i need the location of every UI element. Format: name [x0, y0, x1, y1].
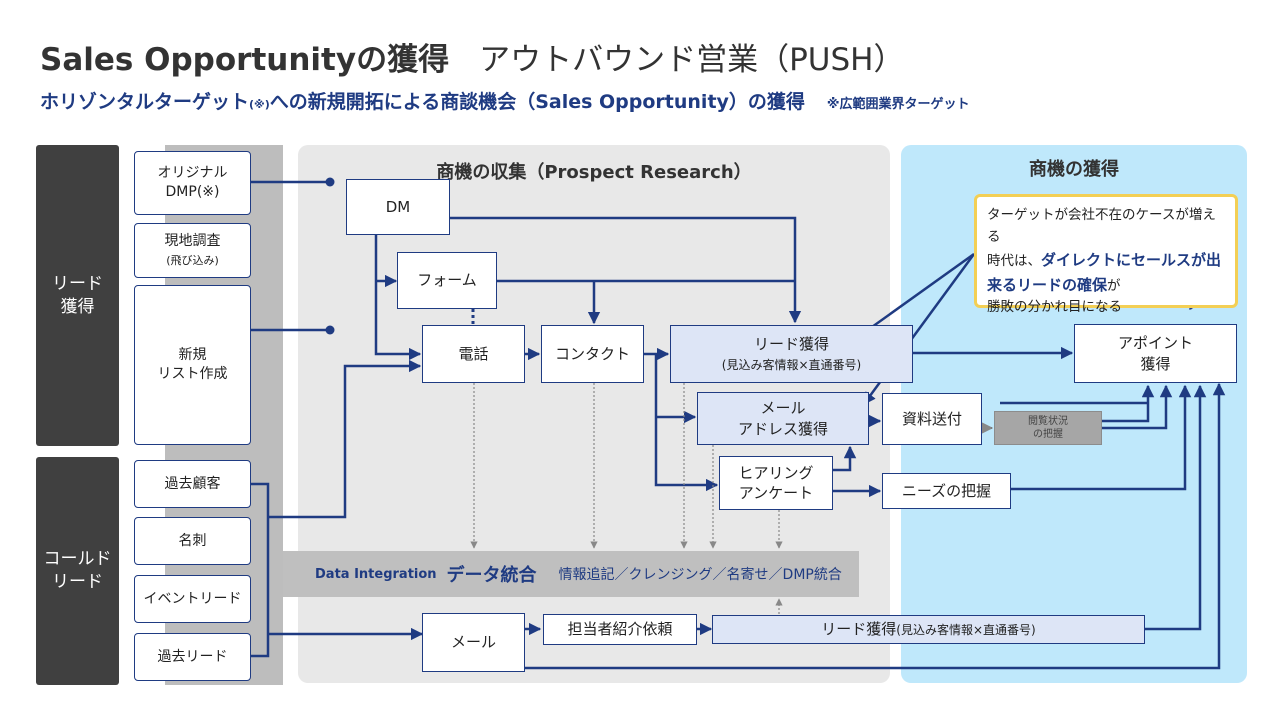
node-phone: 電話 [422, 325, 525, 383]
node-hearing-survey: ヒアリング アンケート [719, 456, 833, 510]
node-contact: コンタクト [541, 325, 644, 383]
acquisition-panel-title: 商機の獲得 [1029, 159, 1119, 180]
subtitle-mark: (※) [249, 98, 270, 111]
title-sub: アウトバウンド営業（PUSH） [479, 42, 905, 78]
integration-label-ja: データ統合 [446, 565, 537, 586]
source-field-survey-label: 現地調査 [164, 232, 221, 249]
integration-label-en: Data Integration [315, 566, 437, 582]
node-dm: DM [346, 179, 450, 235]
page-subtitle: ホリゾンタルターゲット(※)への新規開拓による商談機会（Sales Opport… [40, 87, 970, 114]
source-past-leads: 過去リード [134, 633, 251, 681]
page-title: Sales Opportunityの獲得アウトバウンド営業（PUSH） [40, 34, 904, 79]
node-lead-acquisition-2-sub: (見込み客情報×直通番号) [896, 623, 1036, 638]
subtitle-pre: ホリゾンタルターゲット [40, 91, 250, 113]
callout-line1: ターゲットが会社不在のケースが増える [987, 207, 1216, 245]
source-new-list: 新規 リスト作成 [134, 285, 251, 445]
callout-line2-pre: 時代は、 [987, 253, 1041, 270]
subtitle-note: ※広範囲業界ターゲット [826, 97, 970, 112]
node-mail-address: メール アドレス獲得 [697, 392, 869, 445]
callout-line3-bold: 来るリードの確保 [987, 275, 1108, 294]
side-label-cold: コールド リード [36, 457, 119, 685]
node-lead-acquisition-2-label: リード獲得 [821, 620, 897, 639]
callout-line4: 勝敗の分かれ目になる [987, 299, 1122, 316]
source-business-cards: 名刺 [134, 517, 251, 565]
source-field-survey-sub: (飛び込み) [166, 253, 219, 267]
callout-line2-bold: ダイレクトにセールスが出 [1041, 251, 1222, 270]
integration-detail: 情報追記／クレンジング／名寄せ／DMP統合 [558, 567, 842, 583]
node-lead-acquisition-2: リード獲得(見込み客情報×直通番号) [712, 615, 1145, 644]
subtitle-post: への新規開拓による商談機会（Sales Opportunity）の獲得 [269, 91, 805, 113]
source-field-survey: 現地調査 (飛び込み) [134, 223, 251, 278]
node-mail: メール [422, 613, 525, 672]
node-form: フォーム [397, 252, 497, 309]
node-referral-request: 担当者紹介依頼 [543, 614, 697, 645]
source-original-dmp-line2: DMP(※) [165, 184, 220, 200]
node-lead-acquisition-label: リード獲得 [753, 334, 829, 353]
side-label-lead: リード 獲得 [36, 145, 119, 446]
source-original-dmp: オリジナル DMP(※) [134, 151, 251, 215]
node-needs: ニーズの把握 [882, 473, 1011, 509]
node-lead-acquisition: リード獲得 (見込み客情報×直通番号) [670, 325, 913, 383]
source-past-customers: 過去顧客 [134, 460, 251, 508]
title-main: Sales Opportunityの獲得 [40, 42, 450, 78]
source-event-leads: イベントリード [134, 575, 251, 623]
node-lead-acquisition-sub: (見込み客情報×直通番号) [721, 358, 862, 372]
node-appointment: アポイント 獲得 [1074, 324, 1237, 383]
node-viewing-status: 閲覧状況 の把握 [994, 411, 1102, 445]
collection-panel-title: 商機の収集（Prospect Research） [436, 162, 752, 183]
data-integration-bar: Data Integration データ統合 情報追記／クレンジング／名寄せ／D… [283, 551, 859, 597]
callout-line3-post: が [1107, 277, 1121, 294]
source-original-dmp-line1: オリジナル [157, 165, 228, 182]
callout-note: ターゲットが会社不在のケースが増える 時代は、ダイレクトにセールスが出 来るリー… [974, 194, 1238, 315]
node-materials: 資料送付 [882, 393, 982, 445]
